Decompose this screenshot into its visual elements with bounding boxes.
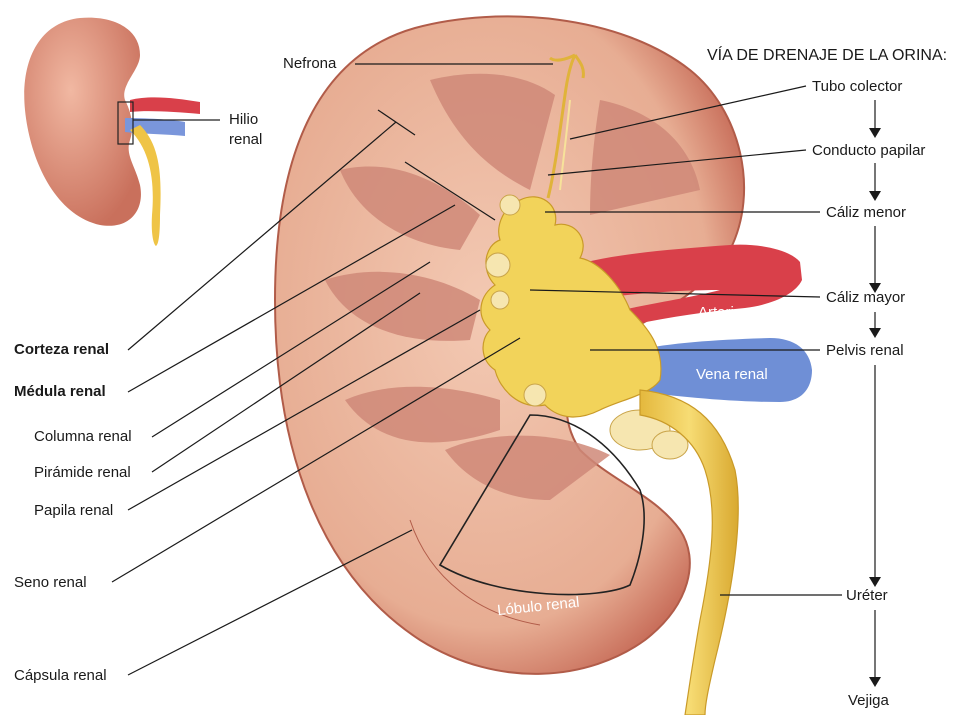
label-renal-medulla: Médula renal	[14, 383, 106, 401]
pathway-step-bladder: Vejiga	[848, 692, 889, 710]
label-renal-cortex: Corteza renal	[14, 341, 109, 359]
inset-kidney-body	[24, 18, 141, 226]
inset-kidney	[24, 18, 220, 246]
label-renal-artery: Arteria renal	[698, 304, 780, 321]
label-renal-papilla: Papila renal	[34, 502, 113, 520]
pathway-step-collecting-tube: Tubo colector	[812, 78, 902, 96]
pathway-title: VÍA DE DRENAJE DE LA ORINA:	[707, 47, 947, 65]
hilum-label-line1: Hilio	[229, 111, 258, 129]
label-renal-vein: Vena renal	[696, 366, 768, 383]
nephron-label: Nefrona	[283, 55, 336, 73]
label-renal-capsule: Cápsula renal	[14, 667, 107, 685]
label-renal-column: Columna renal	[34, 428, 132, 446]
label-renal-pyramid: Pirámide renal	[34, 464, 131, 482]
inset-artery	[130, 97, 200, 114]
pathway-step-papillary-duct: Conducto papilar	[812, 142, 925, 160]
label-renal-sinus: Seno renal	[14, 574, 87, 592]
hilum-label-line2: renal	[229, 131, 262, 149]
pathway-step-major-calyx: Cáliz mayor	[826, 289, 905, 307]
pathway-step-renal-pelvis: Pelvis renal	[826, 342, 904, 360]
pathway-step-ureter: Uréter	[846, 587, 888, 605]
pathway-step-minor-calyx: Cáliz menor	[826, 204, 906, 222]
